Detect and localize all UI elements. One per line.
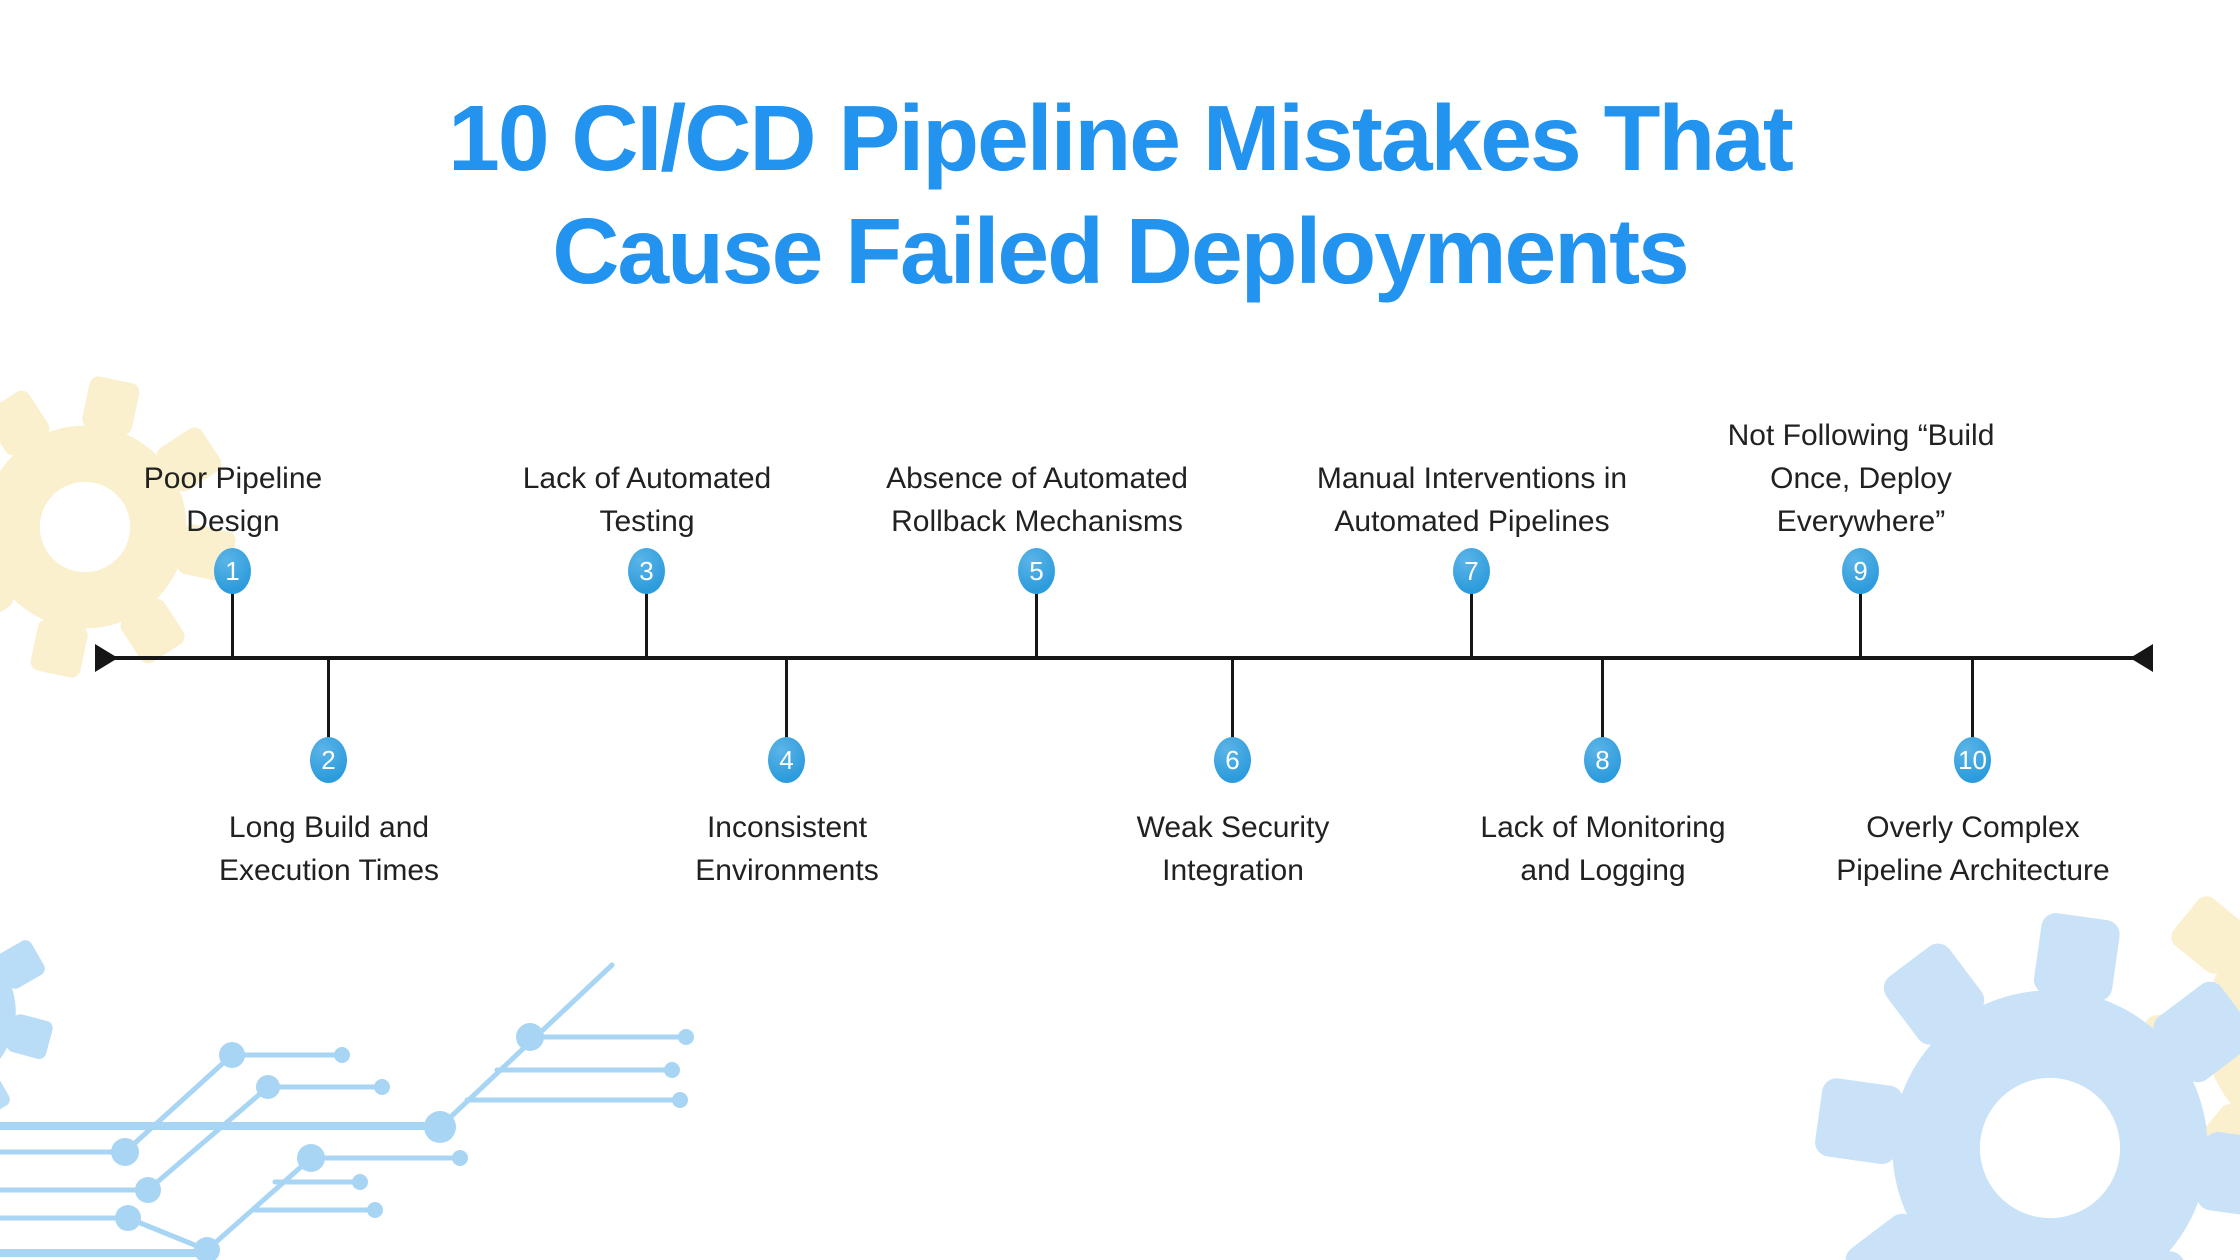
timeline-label-5: Absence of Automated Rollback Mechanisms — [886, 462, 1188, 538]
timeline-label-10: Overly Complex Pipeline Architecture — [1836, 811, 2110, 887]
timeline-label-8: Lack of Monitoring and Logging — [1480, 811, 1726, 887]
timeline-node-6: 6 — [1214, 737, 1251, 783]
timeline-node-5: 5 — [1018, 548, 1055, 594]
timeline-stem — [1601, 656, 1604, 762]
timeline-node-4: 4 — [768, 737, 805, 783]
timeline-label-7: Manual Interventions in Automated Pipeli… — [1316, 462, 1628, 538]
timeline-node-9: 9 — [1842, 548, 1879, 594]
timeline-stem — [1859, 570, 1862, 660]
timeline-node-2: 2 — [310, 737, 347, 783]
arrow-right-icon — [95, 644, 118, 672]
timeline-stem — [231, 570, 234, 660]
timeline-stem — [1231, 656, 1234, 762]
timeline-stem — [645, 570, 648, 660]
timeline-node-10: 10 — [1954, 737, 1991, 783]
timeline-label-6: Weak Security Integration — [1136, 811, 1330, 887]
circuit-trace-icon — [0, 962, 694, 1260]
timeline-label-9: Not Following “Build Once, Deploy Everyw… — [1727, 419, 1995, 538]
timeline-axis — [103, 656, 2140, 660]
gear-icon — [0, 871, 79, 1153]
page-title: 10 CI/CD Pipeline Mistakes That Cause Fa… — [0, 82, 2240, 308]
timeline-node-3: 3 — [628, 548, 665, 594]
page-title-line2: Cause Failed Deployments — [552, 199, 1690, 303]
timeline-label-2: Long Build and Execution Times — [218, 811, 440, 887]
timeline-node-8: 8 — [1584, 737, 1621, 783]
timeline-stem — [785, 656, 788, 762]
timeline-stem — [1035, 570, 1038, 660]
timeline-label-4: Inconsistent Environments — [695, 811, 879, 887]
page-title-line1: 10 CI/CD Pipeline Mistakes That — [448, 86, 1794, 190]
timeline-node-7: 7 — [1453, 548, 1490, 594]
timeline-stem — [1470, 570, 1473, 660]
timeline-label-1: Poor Pipeline Design — [143, 462, 323, 538]
timeline-node-1: 1 — [214, 548, 251, 594]
timeline-stem — [327, 656, 330, 762]
arrow-left-icon — [2130, 644, 2153, 672]
timeline-stem — [1971, 656, 1974, 762]
timeline-label-3: Lack of Automated Testing — [522, 462, 772, 538]
